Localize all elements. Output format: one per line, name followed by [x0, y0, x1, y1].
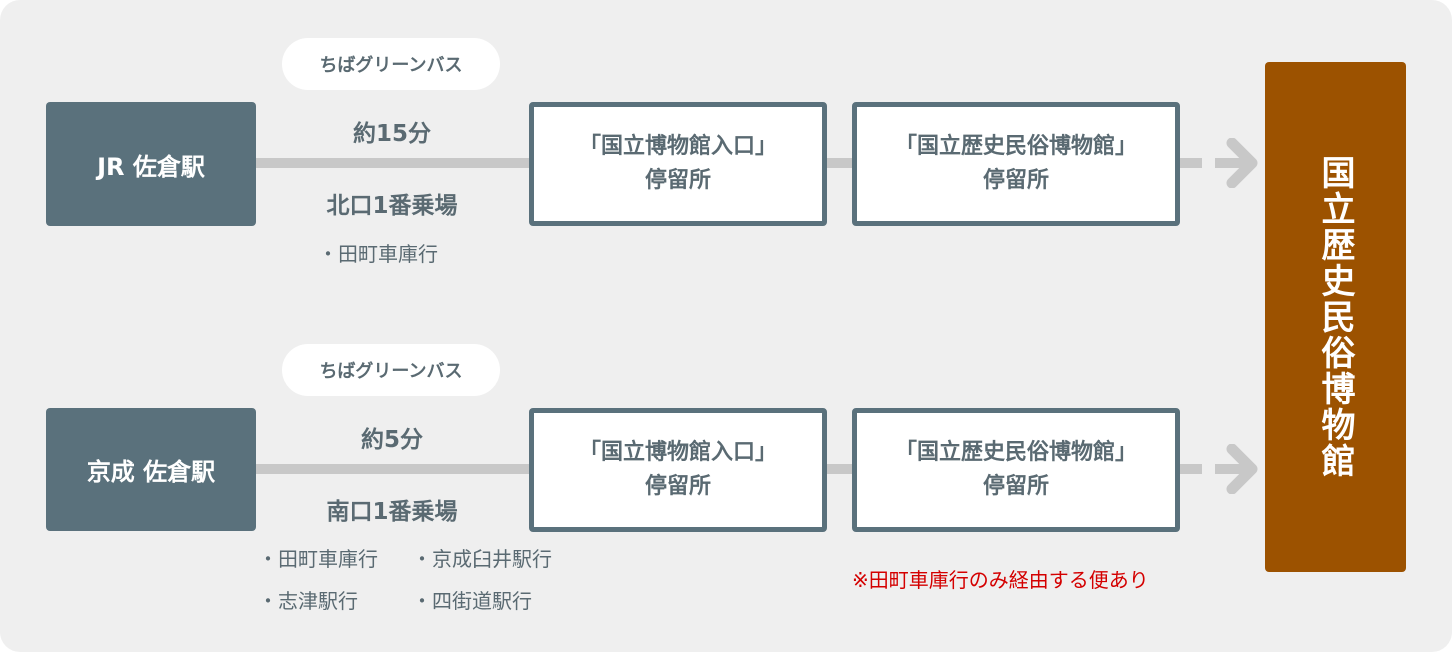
dashed-arrow-icon	[1180, 138, 1258, 188]
platform: 北口1番乗場	[326, 193, 458, 219]
destination: ・京成臼井駅行	[412, 547, 552, 571]
bus-company-pill: ちばグリーンバス	[282, 38, 500, 90]
route-note: ※田町車庫行のみ経由する便あり	[852, 568, 1149, 592]
route-line	[256, 158, 530, 168]
destination: ・田町車庫行	[318, 242, 438, 266]
stop-name: 「国立歴史民俗博物館」	[894, 134, 1137, 159]
stop-name: 「国立博物館入口」	[578, 134, 777, 159]
bus-stop-museum-entrance: 「国立博物館入口」停留所	[529, 408, 827, 532]
dashed-arrow-icon	[1180, 444, 1258, 494]
stop-name: 「国立歴史民俗博物館」	[894, 440, 1137, 465]
museum-destination: 国立歴史民俗博物館	[1265, 62, 1406, 572]
stop-suffix: 停留所	[982, 474, 1049, 499]
travel-time: 約5分	[360, 427, 423, 453]
route-line	[256, 464, 530, 474]
station-jr-sakura: JR 佐倉駅	[46, 102, 256, 226]
bus-stop-museum: 「国立歴史民俗博物館」停留所	[852, 408, 1180, 532]
travel-time: 約15分	[352, 121, 431, 147]
stop-suffix: 停留所	[644, 474, 711, 499]
platform: 南口1番乗場	[326, 499, 458, 525]
destination: ・田町車庫行	[258, 547, 378, 571]
destination: ・志津駅行	[258, 589, 358, 613]
bus-stop-museum: 「国立歴史民俗博物館」停留所	[852, 102, 1180, 226]
stop-name: 「国立博物館入口」	[578, 440, 777, 465]
museum-name: 国立歴史民俗博物館	[1315, 155, 1355, 479]
destination: ・四街道駅行	[412, 589, 532, 613]
bus-company-pill: ちばグリーンバス	[282, 344, 500, 396]
route-line	[827, 158, 852, 168]
stop-suffix: 停留所	[982, 168, 1049, 193]
bus-stop-museum-entrance: 「国立博物館入口」停留所	[529, 102, 827, 226]
route-line	[827, 464, 852, 474]
station-keisei-sakura: 京成 佐倉駅	[46, 408, 256, 531]
stop-suffix: 停留所	[644, 168, 711, 193]
